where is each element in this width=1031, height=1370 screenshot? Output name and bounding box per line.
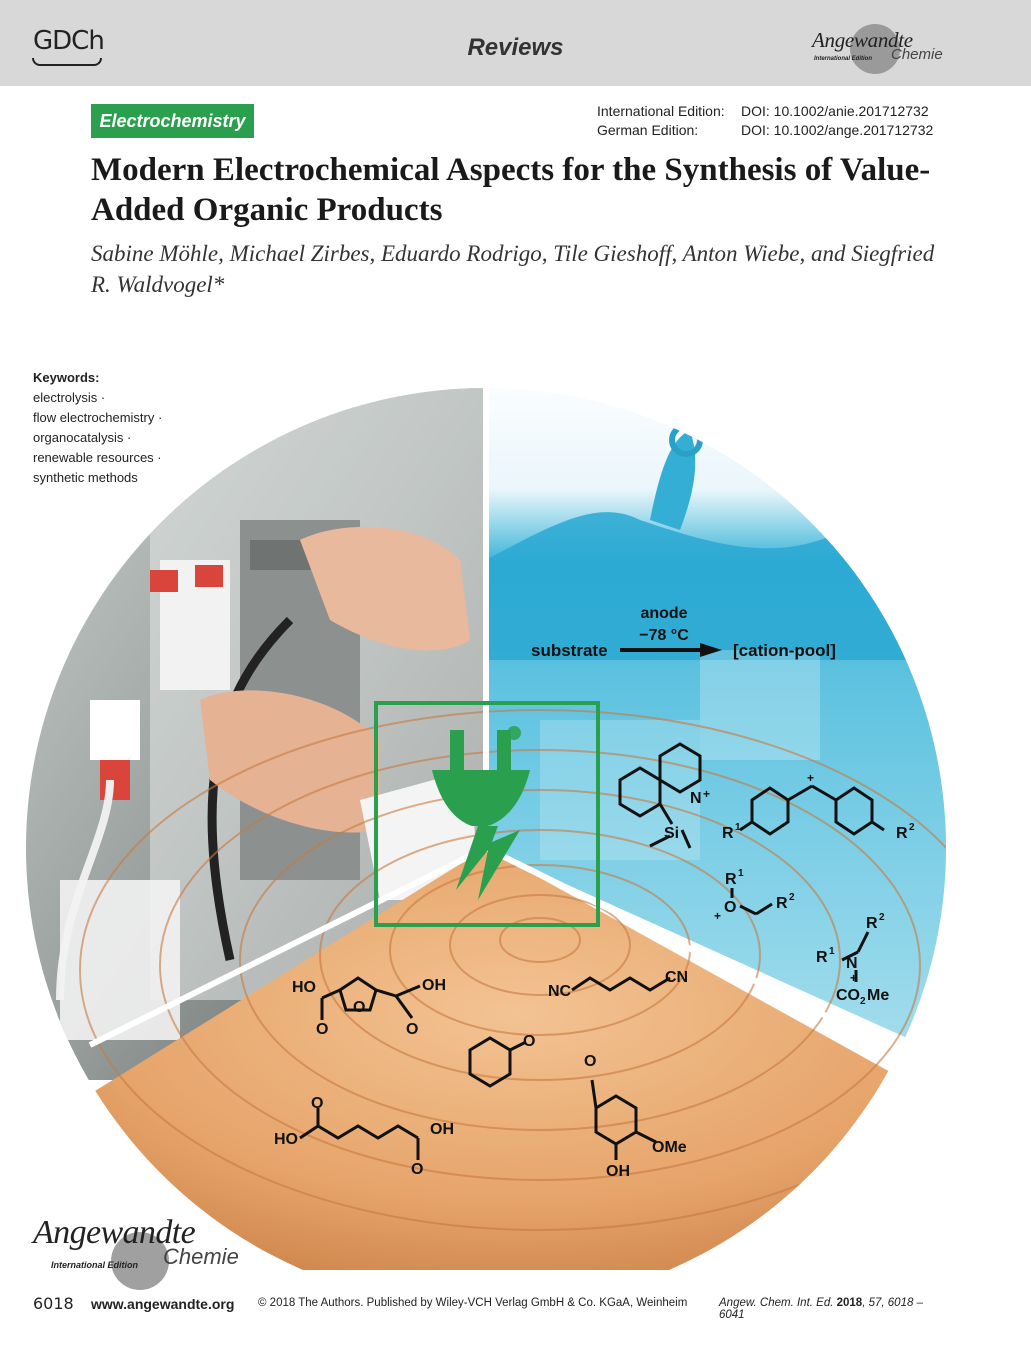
label-ho: HO xyxy=(274,1131,298,1148)
doi-block: International Edition: DOI: 10.1002/anie… xyxy=(597,102,933,140)
label-cn: CN xyxy=(665,969,688,986)
logo-circle xyxy=(111,1232,169,1290)
doi-label: German Edition: xyxy=(597,122,699,138)
citation-journal: Angew. Chem. Int. Ed. xyxy=(719,1297,834,1309)
label-r: R xyxy=(866,915,878,932)
label-r: R xyxy=(725,871,737,888)
doi-row: German Edition: DOI: 10.1002/ange.201712… xyxy=(597,121,933,140)
label-o: O xyxy=(523,1033,535,1050)
label-plus: + xyxy=(850,971,857,985)
wood-photo xyxy=(26,848,946,1270)
author-list: Sabine Möhle, Michael Zirbes, Eduardo Ro… xyxy=(91,241,935,297)
label-sup: 1 xyxy=(735,822,741,833)
logo-name: Angewandte xyxy=(33,1214,196,1251)
journal-website-link[interactable]: www.angewandte.org xyxy=(91,1296,235,1312)
logo-edition: International Edition xyxy=(814,56,872,62)
keywords-block: Keywords: electrolysis · flow electroche… xyxy=(33,368,162,488)
label-sup: 2 xyxy=(879,912,885,923)
label-o: O xyxy=(406,1021,418,1038)
label-sup: 1 xyxy=(829,946,835,957)
keyword-item: organocatalysis · xyxy=(33,430,132,445)
keywords-title: Keywords: xyxy=(33,370,100,385)
label-ho: HO xyxy=(292,979,316,996)
label-sup: 1 xyxy=(738,868,744,879)
citation-rest: , 57, 6018 – 6041 xyxy=(719,1297,923,1321)
label-o: O xyxy=(353,999,365,1016)
label-o: O xyxy=(316,1021,328,1038)
scheme-temp: −78 °C xyxy=(639,627,689,644)
page-footer: 6018 www.angewandte.org © 2018 The Autho… xyxy=(33,1294,943,1321)
angewandte-footer-logo: Angewandte Chemie International Edition xyxy=(33,1212,273,1290)
hand xyxy=(300,526,470,651)
keyword-item: synthetic methods xyxy=(33,470,138,485)
logo-edition: International Edition xyxy=(51,1260,138,1270)
label-plus: + xyxy=(703,787,710,801)
gdch-logo: GDCh xyxy=(33,26,105,56)
label-o: O xyxy=(724,899,736,916)
label-sup: 2 xyxy=(789,892,795,903)
label-sup: 2 xyxy=(909,822,915,833)
label-plus: + xyxy=(714,909,721,923)
category-tag: Electrochemistry xyxy=(91,104,254,138)
label-o: O xyxy=(311,1095,323,1112)
doi-value[interactable]: DOI: 10.1002/ange.201712732 xyxy=(741,122,934,138)
label-n: N xyxy=(690,790,702,807)
scheme-anode: anode xyxy=(640,605,687,622)
label-r: R xyxy=(776,895,788,912)
label-si: Si xyxy=(664,825,679,842)
label-r: R xyxy=(816,949,828,966)
label-o: O xyxy=(411,1161,423,1178)
label-n: N xyxy=(846,955,858,972)
label-oh: OH xyxy=(422,977,446,994)
doi-label: International Edition: xyxy=(597,103,725,119)
label-r: R xyxy=(896,825,908,842)
citation: Angew. Chem. Int. Ed. 2018, 57, 6018 – 6… xyxy=(719,1297,943,1321)
section-title: Reviews xyxy=(467,34,564,61)
label-o: O xyxy=(584,1053,596,1070)
graphical-abstract: anode −78 °C substrate [cation-pool] xyxy=(26,388,946,1270)
logo-name: Angewandte xyxy=(812,28,913,52)
hand xyxy=(200,690,380,833)
citation-year: 2018 xyxy=(836,1297,863,1309)
label-plus: + xyxy=(807,771,814,785)
label-oh: OH xyxy=(606,1163,630,1180)
page-header: GDCh Reviews Angewandte Chemie Internati… xyxy=(0,0,1031,86)
page-number: 6018 xyxy=(33,1294,74,1313)
angewandte-header-logo: Angewandte Chemie International Edition xyxy=(812,24,952,74)
plug-frame xyxy=(374,701,600,927)
logo-circle xyxy=(850,24,900,74)
label-co2me: CO xyxy=(836,987,860,1004)
label-me: Me xyxy=(867,987,889,1004)
label-r: R xyxy=(722,825,734,842)
keyword-item: renewable resources · xyxy=(33,450,162,465)
keyword-item: flow electrochemistry · xyxy=(33,410,163,425)
scheme-cation-pool: [cation-pool] xyxy=(733,641,836,660)
keyword-item: electrolysis · xyxy=(33,390,106,405)
doi-row: International Edition: DOI: 10.1002/anie… xyxy=(597,102,933,121)
label-sub: 2 xyxy=(860,996,866,1007)
logo-sub: Chemie xyxy=(163,1244,239,1269)
doi-value[interactable]: DOI: 10.1002/anie.201712732 xyxy=(741,103,929,119)
scheme-substrate: substrate xyxy=(531,641,608,660)
label-nc: NC xyxy=(548,983,572,1000)
label-ome: OMe xyxy=(652,1139,687,1156)
label-oh: OH xyxy=(430,1121,454,1138)
article-title: Modern Electrochemical Aspects for the S… xyxy=(91,152,931,228)
copyright-notice: © 2018 The Authors. Published by Wiley-V… xyxy=(258,1297,688,1309)
green-plug-icon xyxy=(432,730,530,900)
logo-sub: Chemie xyxy=(891,46,943,63)
